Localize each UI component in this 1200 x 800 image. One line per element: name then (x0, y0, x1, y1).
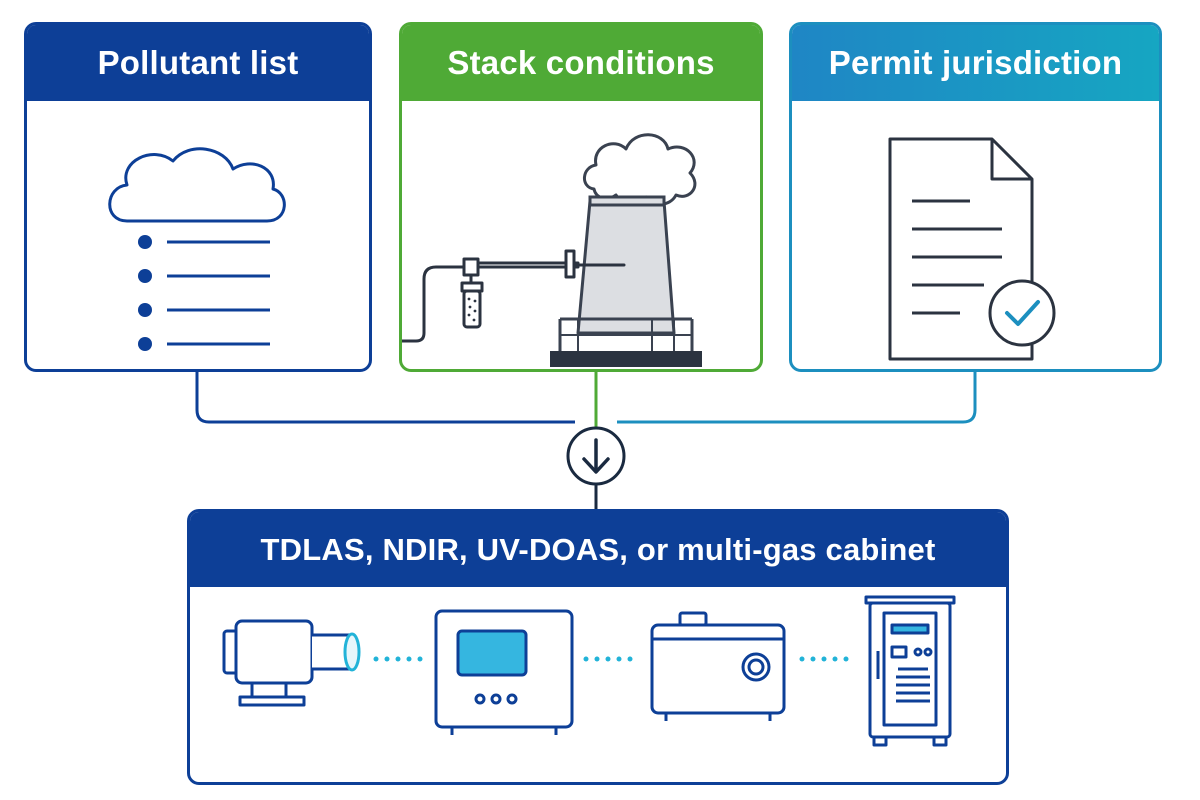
dotted-link (583, 656, 633, 662)
check-circle-icon (988, 279, 1056, 347)
uv-doas-analyzer-icon (650, 611, 786, 721)
stack-conditions-card: Stack conditions (399, 22, 763, 372)
connector-pollutant (195, 372, 575, 424)
probe-icon (402, 249, 626, 343)
cloud-icon (108, 147, 286, 223)
list-icon (138, 235, 270, 351)
down-arrow-icon (582, 438, 610, 474)
dotted-link (799, 656, 849, 662)
ndir-analyzer-icon (434, 609, 574, 735)
tdlas-analyzer-icon (222, 619, 361, 707)
pollutant-list-card: Pollutant list (24, 22, 372, 372)
permit-jurisdiction-card: Permit jurisdiction (789, 22, 1162, 372)
multi-gas-cabinet-icon (864, 595, 956, 747)
pollutant-list-title: Pollutant list (27, 25, 369, 101)
smoke-icon (583, 133, 697, 206)
permit-jurisdiction-title: Permit jurisdiction (792, 25, 1159, 101)
filter-dots (467, 297, 477, 322)
analyzer-options-title: TDLAS, NDIR, UV-DOAS, or multi-gas cabin… (190, 512, 1006, 587)
analyzer-options-card: TDLAS, NDIR, UV-DOAS, or multi-gas cabin… (187, 509, 1009, 785)
smokestack-icon (550, 195, 702, 367)
dotted-link (373, 656, 423, 662)
stack-conditions-title: Stack conditions (402, 25, 760, 101)
connector-permit (617, 372, 977, 424)
